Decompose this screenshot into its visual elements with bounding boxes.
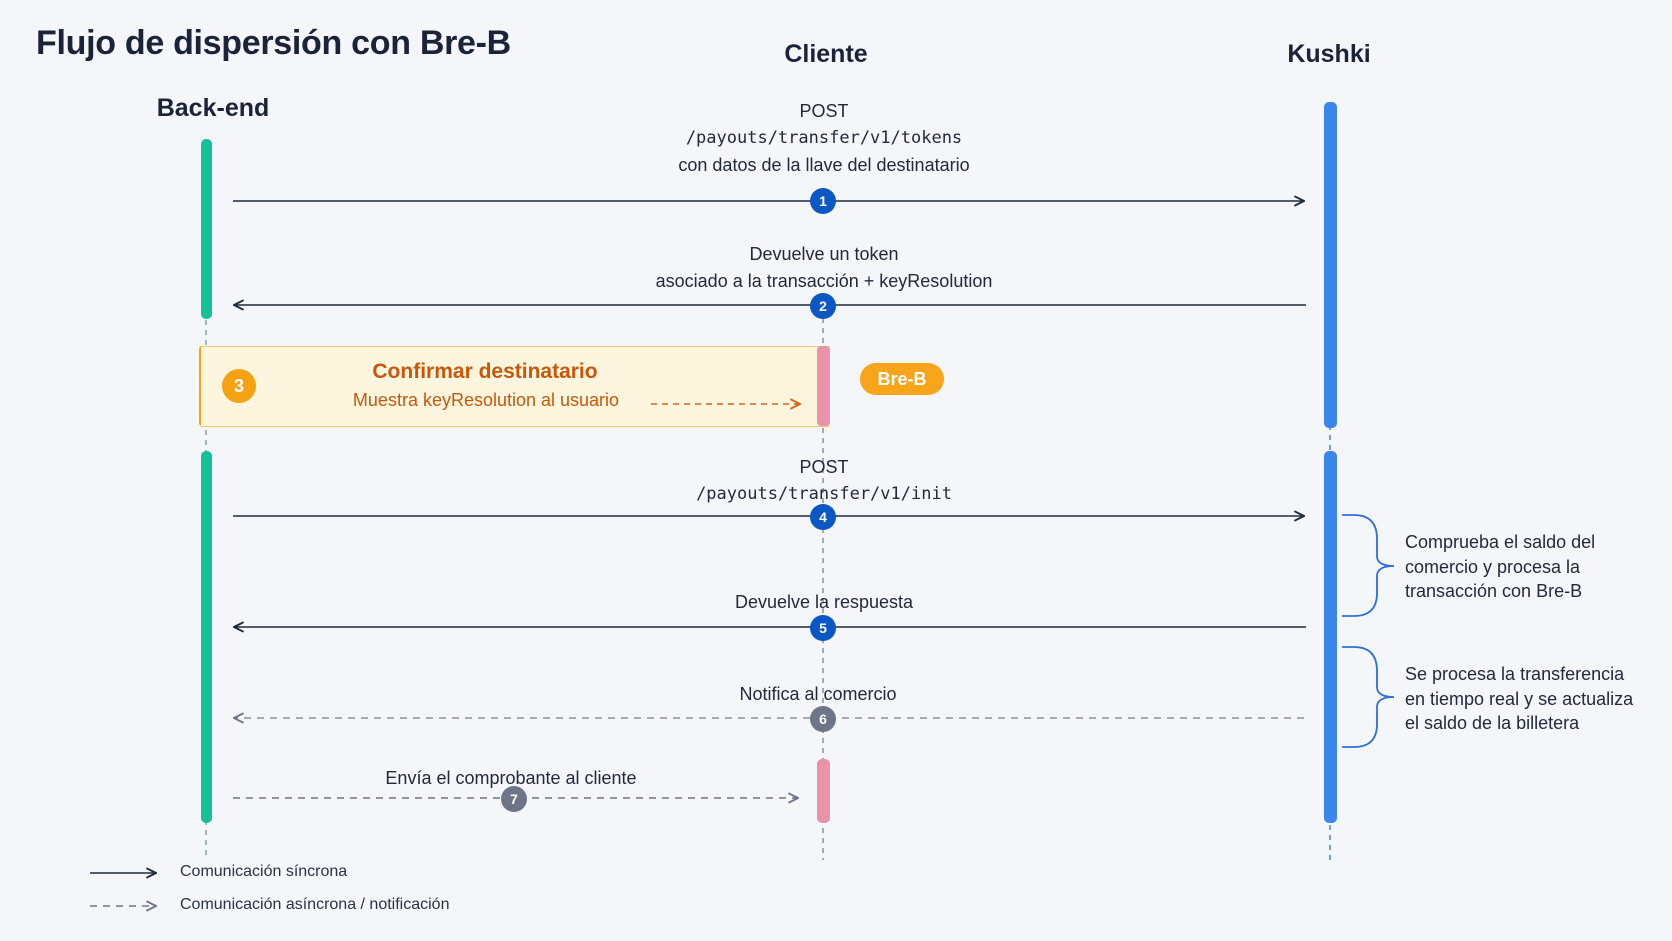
note-brace-1 — [1342, 514, 1395, 617]
backend-activation-1 — [201, 139, 212, 319]
step-3-box — [201, 346, 829, 427]
legend-async-label: Comunicación asíncrona / notificación — [180, 896, 450, 913]
step-7-number: 7 — [501, 786, 527, 812]
actor-kushki: Kushki — [1287, 40, 1371, 68]
step-1-number: 1 — [810, 188, 836, 214]
message-6-label: Notifica al comercio — [739, 684, 897, 704]
actor-cliente: Cliente — [784, 40, 868, 68]
step-6-number: 6 — [810, 706, 836, 732]
cliente-activation-2 — [817, 759, 830, 823]
actor-backend: Back-end — [156, 94, 270, 122]
note-1: Comprueba el saldo del comercio y proces… — [1405, 530, 1595, 604]
step-4-number: 4 — [810, 504, 836, 530]
note-brace-2 — [1342, 646, 1395, 748]
message-2-line-2: asociado a la transacción + keyResolutio… — [655, 271, 993, 291]
cliente-activation-1 — [817, 346, 830, 426]
message-1-line-1: POST — [799, 101, 849, 121]
note-2-line-2: en tiempo real y se actualiza — [1405, 688, 1634, 709]
kushki-activation-2 — [1324, 451, 1337, 823]
step-3-title: Confirmar destinatario — [372, 360, 598, 383]
note-1-line-2: comercio y procesa la — [1405, 556, 1581, 577]
message-4-label: POST /payouts/transfer/v1/init — [696, 454, 952, 508]
note-2: Se procesa la transferencia en tiempo re… — [1405, 662, 1633, 736]
message-1-line-3: con datos de la llave del destinatario — [678, 155, 970, 175]
message-1-endpoint: /payouts/transfer/v1/tokens — [685, 128, 963, 148]
message-2-line-1: Devuelve un token — [749, 244, 899, 264]
step-3-subtitle: Muestra keyResolution al usuario — [352, 390, 620, 410]
message-7-label: Envía el comprobante al cliente — [385, 768, 637, 788]
note-2-line-3: el saldo de la billetera — [1405, 713, 1580, 733]
message-4-line-1: POST — [799, 457, 849, 477]
message-4-endpoint: /payouts/transfer/v1/init — [696, 484, 952, 504]
note-1-line-1: Comprueba el saldo del — [1405, 532, 1596, 552]
bre-b-tag: Bre-B — [860, 363, 944, 395]
note-1-line-3: transacción con Bre-B — [1405, 581, 1583, 601]
backend-activation-2 — [201, 451, 212, 823]
step-3-number: 3 — [222, 369, 256, 403]
step-2-number: 2 — [810, 293, 836, 319]
step-5-number: 5 — [810, 615, 836, 641]
message-2-label: Devuelve un token asociado a la transacc… — [656, 241, 993, 295]
kushki-activation-1 — [1324, 102, 1337, 428]
note-2-line-1: Se procesa la transferencia — [1405, 664, 1625, 684]
message-5-label: Devuelve la respuesta — [734, 592, 914, 612]
legend-sync-label: Comunicación síncrona — [180, 863, 348, 880]
page-title: Flujo de dispersión con Bre-B — [36, 24, 511, 62]
message-1-label: POST /payouts/transfer/v1/tokens con dat… — [678, 98, 969, 179]
